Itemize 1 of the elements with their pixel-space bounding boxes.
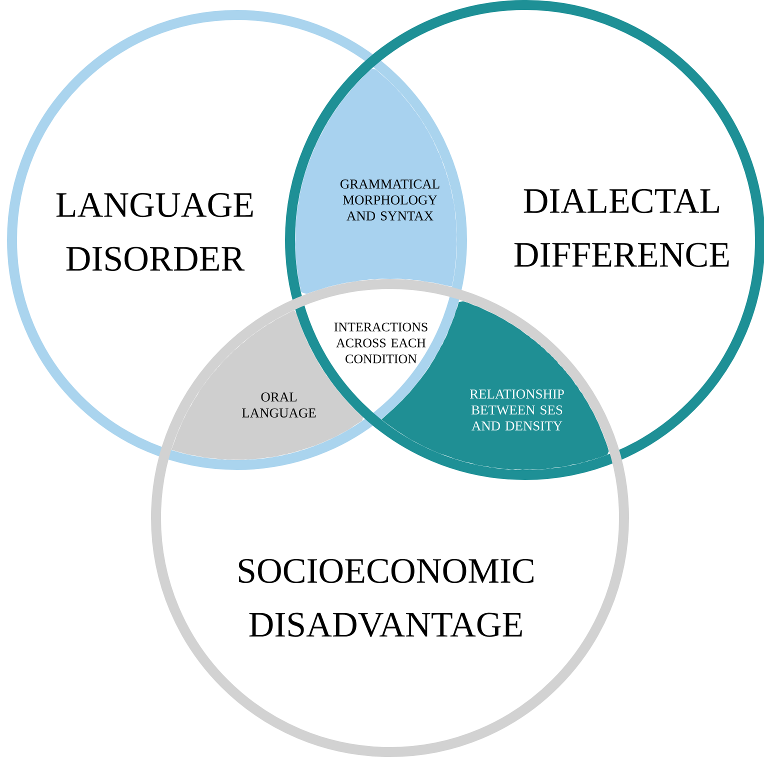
overlap-region: GRAMMATICAL MORPHOLOGY AND SYNTAX bbox=[295, 68, 457, 294]
